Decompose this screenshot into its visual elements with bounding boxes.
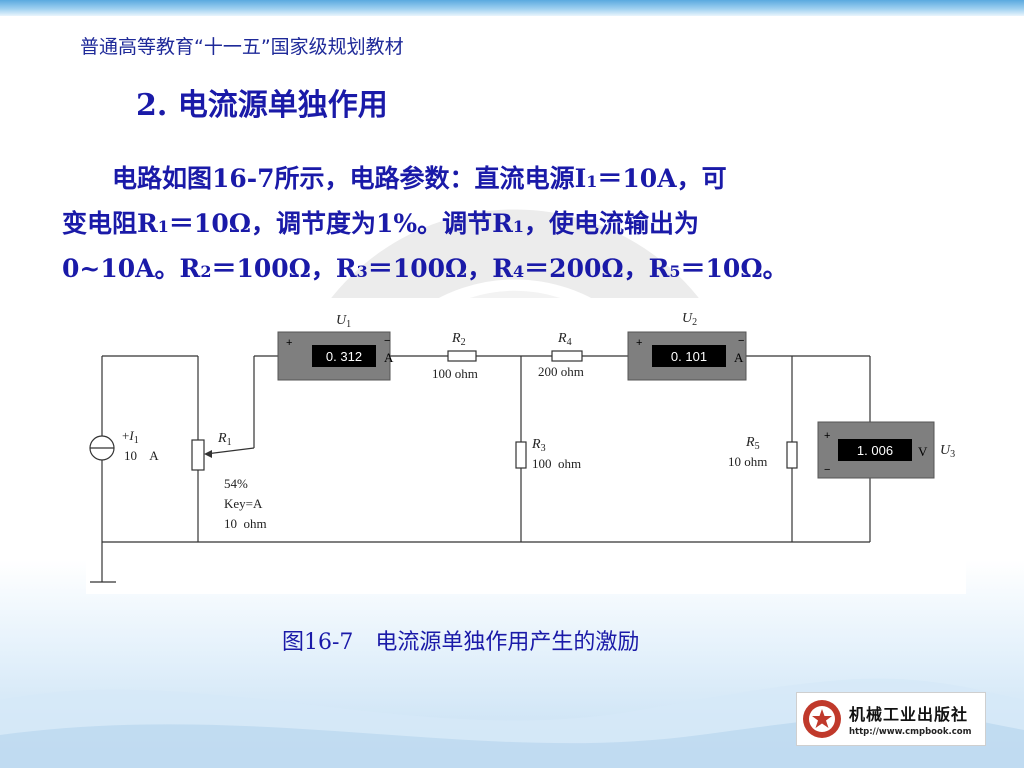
body-paragraph: 电路如图16-7所示，电路参数：直流电源I1＝10A，可 变电阻R1＝10Ω，调… (62, 158, 962, 293)
svg-text:+: + (286, 337, 292, 349)
header-title: 普通高等教育“十一五”国家级规划教材 (80, 36, 404, 58)
voltmeter-u3: 1. 006 + − V U3 (817, 421, 955, 479)
svg-text:A: A (734, 350, 744, 365)
body-line-1: 电路如图16-7所示，电路参数：直流电源I1＝10A，可 (62, 164, 727, 193)
svg-text:1. 006: 1. 006 (857, 443, 893, 458)
svg-text:10 ohm: 10 ohm (728, 454, 767, 469)
ammeter-u2: 0. 101 + − A U2 (627, 311, 747, 381)
resistor-r1: R1 54% Key=A 10 ohm (191, 431, 267, 531)
svg-text:U2: U2 (682, 311, 697, 328)
publisher-name: 机械工业出版社 (849, 705, 969, 724)
svg-text:+: + (824, 430, 830, 442)
bottom-wave-decor (0, 678, 1024, 768)
svg-text:100 ohm: 100 ohm (532, 456, 581, 471)
svg-text:100 ohm: 100 ohm (432, 366, 478, 381)
resistor-r2: R2 100 ohm (432, 331, 478, 381)
figure-caption: 图16-7 电流源单独作用产生的激励 (282, 630, 640, 655)
svg-text:R5: R5 (745, 435, 760, 452)
svg-text:54%: 54% (224, 476, 248, 491)
svg-text:R3: R3 (531, 437, 546, 454)
svg-text:−: − (384, 335, 390, 347)
ammeter-u1: 0. 312 + − A U1 (277, 313, 394, 381)
circuit-diagram: +I1 10 A R1 54% Key=A 10 ohm 0. 312 + − … (86, 298, 966, 594)
circuit-wires (90, 355, 871, 583)
svg-text:Key=A: Key=A (224, 496, 263, 511)
svg-text:+I1: +I1 (122, 428, 139, 446)
current-source-i1: +I1 10 A (89, 428, 159, 463)
svg-text:V: V (918, 444, 928, 459)
svg-text:0. 312: 0. 312 (326, 349, 362, 364)
gear-star-icon (803, 700, 841, 738)
publisher-url: http://www.cmpbook.com (849, 727, 972, 737)
publisher-logo: 机械工业出版社 http://www.cmpbook.com (796, 692, 986, 746)
resistor-r3: R3 100 ohm (515, 437, 581, 471)
svg-text:+: + (636, 337, 642, 349)
svg-text:U1: U1 (336, 313, 351, 330)
svg-text:−: − (824, 464, 830, 476)
svg-text:−: − (738, 335, 744, 347)
svg-text:10 A: 10 A (124, 448, 159, 463)
resistor-r4: R4 200 ohm (538, 331, 584, 379)
svg-text:A: A (384, 350, 394, 365)
svg-text:200 ohm: 200 ohm (538, 364, 584, 379)
svg-text:0. 101: 0. 101 (671, 349, 707, 364)
svg-text:R1: R1 (217, 431, 232, 448)
body-line-2: 变电阻R1＝10Ω，调节度为1%。调节R1，使电流输出为 (62, 209, 700, 238)
svg-text:10 ohm: 10 ohm (224, 516, 267, 531)
svg-text:U3: U3 (940, 443, 955, 460)
svg-text:R4: R4 (557, 331, 572, 348)
resistor-r5: R5 10 ohm (728, 435, 798, 469)
svg-text:R2: R2 (451, 331, 466, 348)
top-decor-band (0, 0, 1024, 16)
body-line-3: 0~10A。R2＝100Ω，R3＝100Ω，R4＝200Ω，R5＝10Ω。 (62, 254, 788, 283)
section-title: 2. 电流源单独作用 (136, 88, 388, 123)
